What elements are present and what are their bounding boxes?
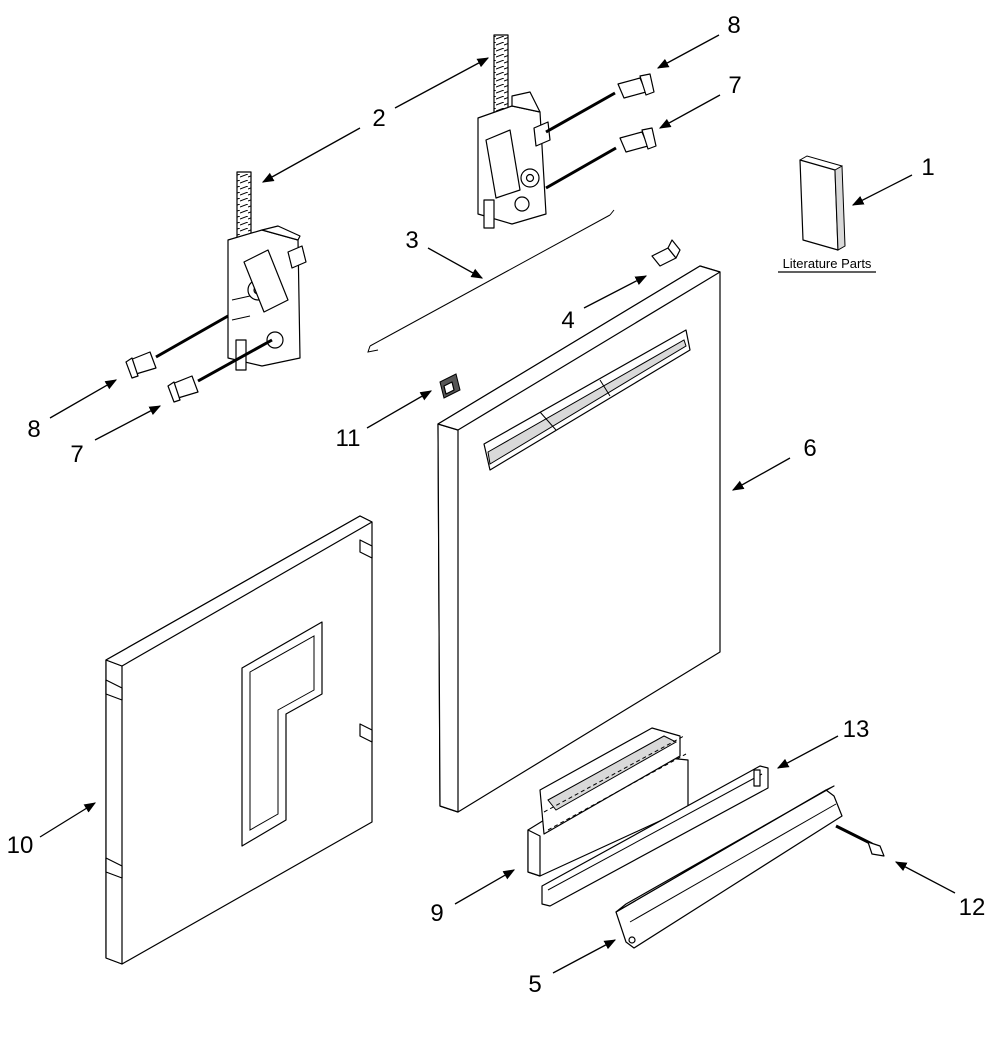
callout-10: 10 (7, 832, 34, 859)
callout-5: 5 (528, 971, 541, 998)
callout-1: 1 (921, 154, 934, 181)
door-panel[interactable] (437, 265, 721, 813)
bottom-trim[interactable] (615, 785, 843, 949)
foam-block[interactable] (527, 727, 689, 877)
callout-8-left: 8 (27, 416, 40, 443)
literature-parts-label: Literature Parts (783, 256, 872, 271)
callout-8-right: 8 (727, 12, 740, 39)
leader-lines (39, 34, 956, 974)
callout-6: 6 (803, 435, 816, 462)
callout-4: 4 (561, 307, 574, 334)
insulation-panel[interactable] (105, 515, 373, 965)
bolt-7-left[interactable] (167, 338, 273, 403)
hinge-right[interactable] (477, 34, 551, 229)
callout-numbers: 1 2 3 4 5 6 7 7 8 8 9 10 11 12 13 (7, 12, 986, 998)
screw-12[interactable] (835, 824, 885, 857)
callout-12: 12 (959, 894, 986, 921)
callout-11: 11 (336, 425, 361, 452)
bolt-7-right[interactable] (545, 127, 657, 190)
callout-7-left: 7 (70, 441, 83, 468)
door-clip[interactable] (651, 239, 681, 267)
door-strip[interactable] (541, 765, 769, 907)
literature-parts-booklet[interactable] (799, 155, 846, 251)
wire-rod[interactable] (367, 209, 615, 353)
callout-9: 9 (430, 900, 443, 927)
callout-13: 13 (843, 716, 870, 743)
bolt-8-right[interactable] (545, 73, 655, 134)
bolt-8-left[interactable] (125, 314, 229, 379)
callout-7-right: 7 (728, 72, 741, 99)
hinge-left[interactable] (227, 171, 307, 371)
callout-3: 3 (405, 227, 418, 254)
small-bracket[interactable] (439, 373, 461, 399)
callout-2: 2 (372, 105, 385, 132)
